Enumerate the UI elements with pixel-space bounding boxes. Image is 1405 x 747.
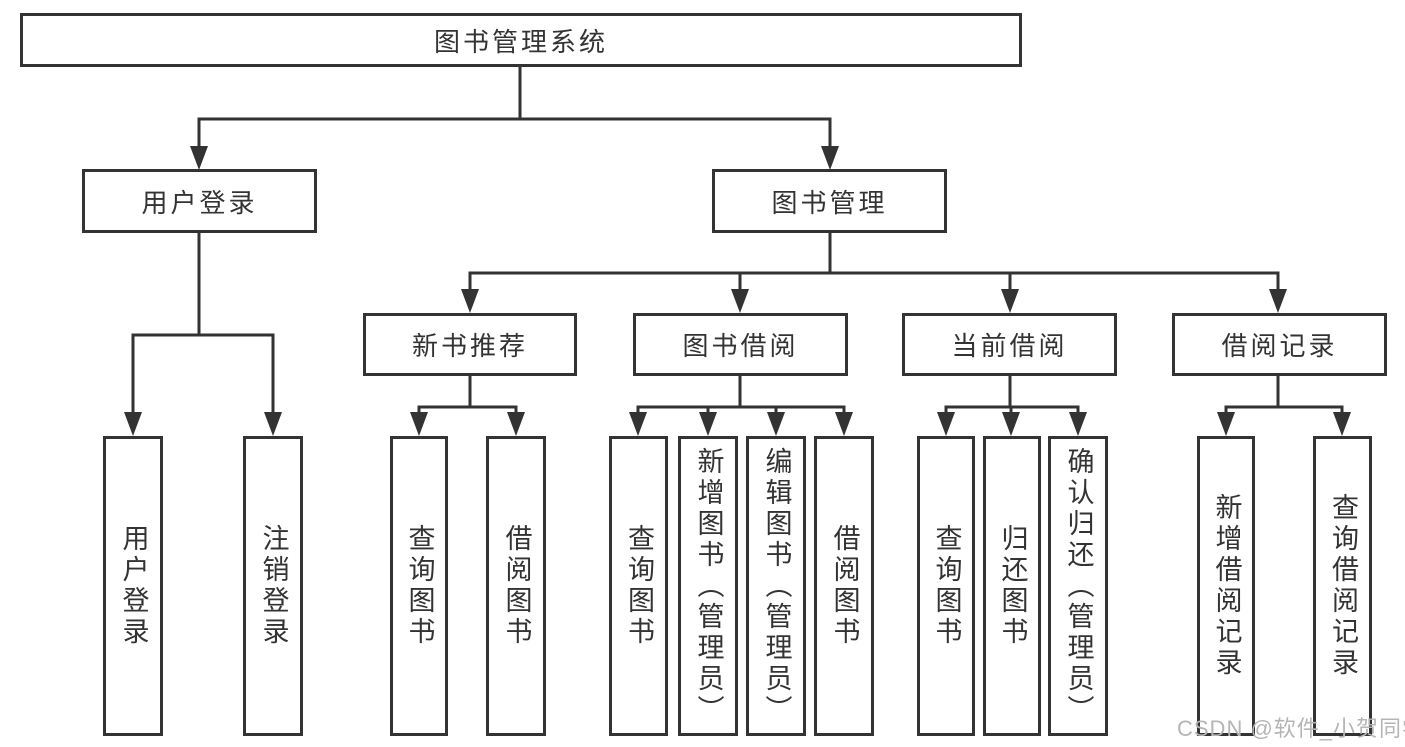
leaf-user-login: 用户登录 [103,436,163,736]
leaf-add-borrow-record: 新增借阅记录 [1197,436,1255,736]
node-user-login: 用户登录 [82,169,317,233]
csdn-watermark: CSDN @软件_小贺同学 [1177,716,1405,741]
leaf-query-books-current: 查询图书 [917,436,975,736]
leaf-confirm-return-admin: 确认归还（管理员） [1048,436,1108,736]
node-library-management-system: 图书管理系统 [20,13,1022,67]
leaf-borrow-books-recommend: 借阅图书 [486,436,546,736]
leaf-edit-book-admin: 编辑图书（管理员） [746,436,806,736]
leaf-logout: 注销登录 [243,436,303,736]
leaf-query-books-recommend: 查询图书 [390,436,448,736]
node-borrowing-records: 借阅记录 [1172,313,1387,376]
leaf-query-borrow-record: 查询借阅记录 [1313,436,1372,736]
node-book-management: 图书管理 [712,169,947,233]
leaf-return-books: 归还图书 [983,436,1041,736]
leaf-borrow-books-borrowing: 借阅图书 [814,436,874,736]
leaf-query-books-borrowing: 查询图书 [609,436,668,736]
leaf-add-book-admin: 新增图书（管理员） [678,436,738,736]
node-book-borrowing: 图书借阅 [633,313,848,376]
node-current-borrowing: 当前借阅 [902,313,1117,376]
node-new-book-recommendation: 新书推荐 [363,313,577,376]
